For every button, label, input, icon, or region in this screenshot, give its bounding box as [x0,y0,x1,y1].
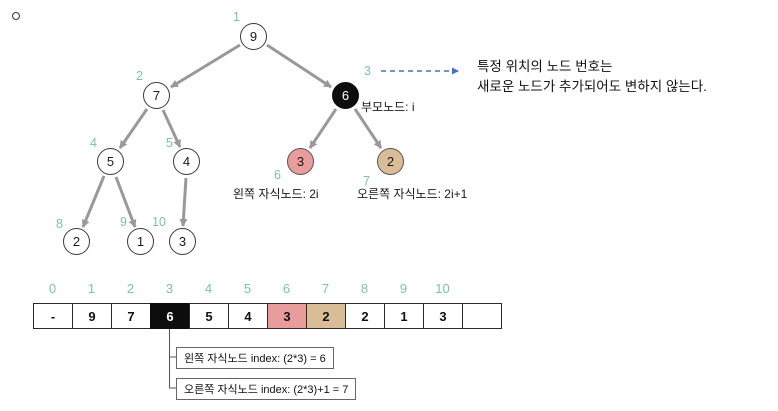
node-index-label: 8 [56,217,63,231]
array-cell-4: 5 [189,303,229,329]
array-index-label: 1 [87,281,96,296]
array-index-label: 2 [126,281,135,296]
bullet-marker [12,12,20,20]
right-child-node-label: 오른쪽 자식노드: 2i+1 [357,187,468,201]
node-index-label: 7 [363,174,370,188]
node-value: 9 [249,29,258,44]
node-index-label: 10 [152,215,166,229]
array-index-label: 0 [48,281,57,296]
node-value: 3 [296,154,305,169]
node-value: 3 [178,234,187,249]
array-index-label: 9 [399,281,408,296]
array-cell-0: - [33,303,73,329]
node-index-label: 4 [90,136,97,150]
array-index-label: 6 [282,281,291,296]
tree-node-7-right-child: 2 [377,148,404,175]
tree-node-8: 2 [63,228,90,255]
array-cell-1: 9 [72,303,112,329]
tree-node-1: 9 [240,23,267,50]
node-value: 5 [106,154,115,169]
array-cell-8: 2 [345,303,385,329]
array-index-label: 10 [435,281,450,296]
tree-edges [81,43,383,228]
node-index-label: 9 [120,215,127,229]
array-index-label: 7 [321,281,330,296]
array-index-label: 8 [360,281,369,296]
node-value: 2 [386,154,395,169]
array-index-label: 5 [243,281,252,296]
node-index-label: 3 [364,64,371,78]
array-cell-9: 1 [384,303,424,329]
tree-node-10: 3 [169,228,196,255]
array-index-label: 3 [165,281,174,296]
note-text-line1: 특정 위치의 노드 번호는 [477,59,613,74]
array-index-label: 4 [204,281,213,296]
tree-node-4: 5 [97,148,124,175]
array-cell-3-parent: 6 [150,303,190,329]
tree-node-9: 1 [127,228,154,255]
node-value: 6 [341,88,350,103]
node-index-label: 1 [233,10,240,24]
tree-node-3-parent: 6 [332,82,359,109]
node-index-label: 6 [274,168,281,182]
array-cell-7-right-child: 2 [306,303,346,329]
array-cell-5: 4 [228,303,268,329]
parent-node-label: 부모노드: i [361,100,415,114]
array-cell-11-empty [462,303,502,329]
left-child-node-label: 왼쪽 자식노드: 2i [233,187,319,201]
array-cell-6-left-child: 3 [267,303,307,329]
note-text-line2: 새로운 노드가 추가되어도 변하지 않는다. [477,79,707,94]
array-cell-2: 7 [111,303,151,329]
tree-node-2: 7 [143,82,170,109]
tree-node-6-left-child: 3 [287,148,314,175]
node-value: 1 [136,234,145,249]
node-index-label: 2 [136,69,143,83]
node-value: 7 [152,88,161,103]
right-child-index-annotation: 오른쪽 자식노드 index: (2*3)+1 = 7 [176,378,357,400]
node-index-label: 5 [166,136,173,150]
left-child-index-annotation: 왼쪽 자식노드 index: (2*3) = 6 [176,347,334,369]
array-cell-10: 3 [423,303,463,329]
node-value: 4 [182,154,191,169]
tree-node-5: 4 [173,148,200,175]
node-value: 2 [72,234,81,249]
